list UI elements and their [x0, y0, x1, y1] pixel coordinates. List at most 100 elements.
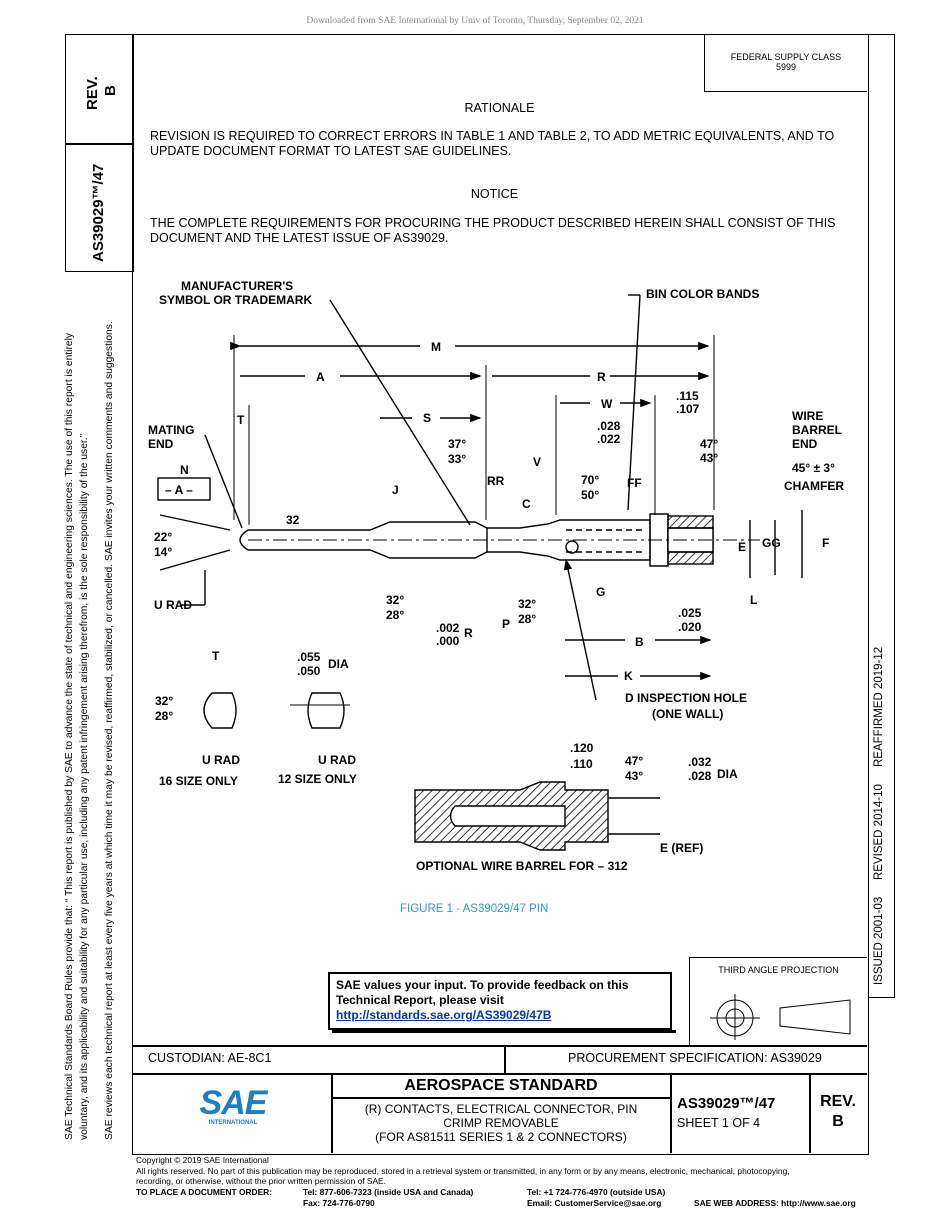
drawing-label: DIA — [328, 657, 349, 671]
drawing-label: N — [180, 463, 189, 477]
feedback-line2: Technical Report, please visit — [336, 993, 504, 1007]
footer-rights1: All rights reserved. No part of this pub… — [136, 1165, 790, 1176]
drawing-label: 43° — [700, 451, 718, 465]
drawing-label: M — [431, 340, 441, 354]
drawing-label: D INSPECTION HOLE — [625, 691, 747, 705]
drawing-label: 32° — [386, 593, 404, 607]
drawing-label: .050 — [297, 664, 321, 678]
custodian: CUSTODIAN: AE-8C1 — [148, 1051, 272, 1065]
drawing-label: S — [423, 411, 431, 425]
drawing-label: SYMBOL OR TRADEMARK — [159, 293, 312, 307]
notice-heading: NOTICE — [470, 187, 519, 201]
drawing-label: BIN COLOR BANDS — [646, 287, 759, 301]
drawing-label: .115 — [676, 389, 699, 403]
drawing-label: .002 — [436, 621, 460, 635]
side-rev-label: REV. — [84, 76, 101, 110]
drawing-label: .028 — [688, 769, 712, 783]
reaffirmed-date: REAFFIRMED 2019-12 — [873, 646, 885, 767]
drawing-label: .000 — [436, 634, 460, 648]
drawing-label: 32° — [518, 597, 536, 611]
sae-logo-sub: INTERNATIONAL — [208, 1120, 258, 1126]
drawing-label: – A – — [165, 483, 193, 497]
drawing-label: 14° — [154, 545, 172, 559]
drawing-label: .025 — [678, 606, 702, 620]
drawing-label: C — [522, 497, 531, 511]
footer-email: Email: CustomerService@sae.org — [527, 1198, 662, 1208]
notice-body: THE COMPLETE REQUIREMENTS FOR PROCURING … — [150, 216, 836, 245]
drawing-label: 33° — [448, 452, 466, 466]
drawing-label: 12 SIZE ONLY — [278, 772, 357, 786]
date-strip — [868, 34, 895, 998]
title-rev-value: B — [832, 1113, 844, 1130]
title-rev-label: REV. — [820, 1093, 856, 1110]
side-rev-value: B — [102, 85, 119, 96]
drawing-label: 47° — [700, 437, 718, 451]
drawing-label: 22° — [154, 530, 172, 544]
drawing-label: 37° — [448, 437, 466, 451]
drawing-label: E (REF) — [660, 841, 703, 855]
feedback-shadow — [332, 1030, 676, 1033]
title-vrule-3 — [670, 1073, 672, 1153]
projection-label: THIRD ANGLE PROJECTION — [718, 965, 839, 975]
drawing-label: WIRE — [792, 409, 823, 423]
title-doc-number: AS39029™/47 — [677, 1095, 776, 1112]
drawing-label: 50° — [581, 488, 599, 502]
drawing-label: E — [738, 540, 746, 554]
side-legal-line1: SAE Technical Standards Board Rules prov… — [64, 332, 75, 1140]
drawing-label: U RAD — [318, 753, 356, 767]
title-vrule-4 — [809, 1073, 811, 1153]
drawing-label: 16 SIZE ONLY — [159, 774, 238, 788]
title-rule-3 — [331, 1097, 671, 1099]
drawing-label: W — [601, 397, 613, 411]
drawing-label: .028 — [597, 419, 621, 433]
feedback-link[interactable]: http://standards.sae.org/AS39029/47B — [336, 1008, 552, 1022]
footer-rights2: recording, or otherwise, without the pri… — [136, 1176, 386, 1186]
drawing-label: (ONE WALL) — [652, 707, 723, 721]
drawing-label: END — [148, 437, 174, 451]
drawing-label: T — [212, 649, 220, 663]
drawing-label: B — [635, 635, 644, 649]
procurement: PROCUREMENT SPECIFICATION: AS39029 — [568, 1051, 822, 1065]
drawing-label: 32° — [155, 694, 173, 708]
footer-tel1: Tel: 877-606-7323 (inside USA and Canada… — [303, 1187, 474, 1197]
drawing-label: U RAD — [154, 598, 192, 612]
drawing-label: F — [822, 536, 829, 550]
title-description: (R) CONTACTS, ELECTRICAL CONNECTOR, PIN … — [331, 1102, 671, 1144]
drawing-label: .022 — [597, 432, 621, 446]
drawing-label: T — [237, 413, 245, 427]
aerospace-standard: AEROSPACE STANDARD — [404, 1077, 598, 1094]
drawing-label: A — [316, 370, 325, 384]
side-box-divider — [65, 143, 132, 145]
drawing-label: END — [792, 437, 818, 451]
drawing-label: P — [502, 617, 510, 631]
drawing-label: MANUFACTURER'S — [181, 279, 293, 293]
footer: Copyright © 2019 SAE International All r… — [136, 1155, 896, 1187]
revised-date: REVISED 2014-10 — [873, 784, 885, 880]
drawing-label: 28° — [386, 608, 404, 622]
footer-tel2: Tel: +1 724-776-4970 (outside USA) — [527, 1187, 666, 1197]
side-box — [65, 34, 134, 272]
drawing-label: .032 — [688, 755, 712, 769]
projection-box: THIRD ANGLE PROJECTION — [689, 957, 867, 1045]
sae-logo-text: SAE — [199, 1084, 268, 1122]
drawing-label: 47° — [625, 754, 643, 768]
footer-order-label: TO PLACE A DOCUMENT ORDER: — [136, 1187, 273, 1197]
side-legal-line2: voluntary, and its applicability and sui… — [79, 433, 90, 1140]
drawing-label: 32 — [286, 513, 300, 527]
drawing-label: BARREL — [792, 423, 842, 437]
federal-supply-box: FEDERAL SUPPLY CLASS 5999 — [704, 34, 867, 92]
drawing-label: GG — [762, 536, 781, 550]
drawing-label: J — [392, 483, 399, 497]
sae-logo: SAE INTERNATIONAL — [198, 1086, 268, 1126]
drawing-label: OPTIONAL WIRE BARREL FOR – 312 — [416, 859, 628, 873]
drawing-label: K — [624, 669, 633, 683]
drawing-label: .107 — [676, 402, 700, 416]
pin-drawing: MANUFACTURER'S SYMBOL OR TRADEMARK BIN C… — [148, 279, 844, 873]
drawing-label: R — [597, 370, 606, 384]
desc-line2: CRIMP REMOVABLE — [443, 1116, 559, 1130]
footer-copyright: Copyright © 2019 SAE International — [136, 1155, 269, 1165]
footer-web: SAE WEB ADDRESS: http://www.sae.org — [694, 1198, 856, 1208]
drawing-label: .110 — [570, 757, 593, 771]
title-vrule-1 — [504, 1045, 506, 1073]
drawing-label: 28° — [518, 612, 536, 626]
